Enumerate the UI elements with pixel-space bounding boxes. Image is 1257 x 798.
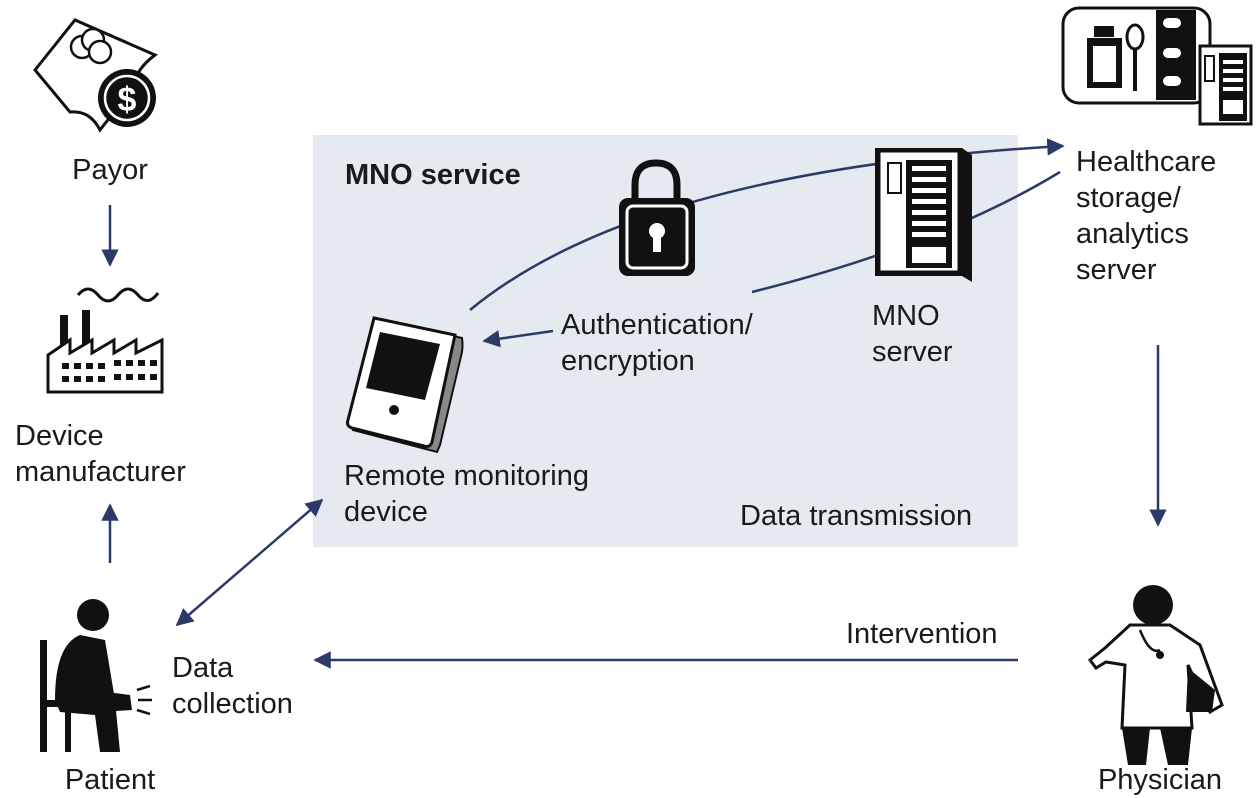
mno-server-label: MNO server xyxy=(872,298,953,370)
data-collection-line-1: Data xyxy=(172,652,234,684)
patient-label: Patient xyxy=(64,764,156,796)
payor-label: Payor xyxy=(72,154,148,186)
seated-patient-icon xyxy=(40,599,152,752)
handheld-device-icon xyxy=(346,316,464,454)
healthcare-line-1: Healthcare xyxy=(1076,146,1217,178)
collection-device-double-arrow xyxy=(175,498,324,627)
remote-device-line-1: Remote monitoring xyxy=(344,460,589,492)
healthcare-line-3: analytics xyxy=(1076,218,1189,250)
padlock-icon xyxy=(619,159,695,276)
mno-server-line-2: server xyxy=(872,336,953,368)
svg-text:$: $ xyxy=(118,81,137,119)
device-manufacturer-label: Device manufacturer xyxy=(0,418,220,490)
auth-to-device-arrow xyxy=(482,329,554,348)
money-dollar-icon: $ xyxy=(33,18,158,133)
remote-device-line-2: device xyxy=(344,496,428,528)
auth-line-2: encryption xyxy=(561,345,695,377)
data-collection-label: Data collection xyxy=(172,650,293,722)
data-collection-line-2: collection xyxy=(172,688,293,720)
factory-icon xyxy=(46,287,164,394)
mno-server-line-1: MNO xyxy=(872,300,940,332)
physician-icon xyxy=(1087,585,1224,765)
pharmacy-server-icon xyxy=(1061,6,1253,126)
server-rack-icon xyxy=(875,148,972,282)
auth-line-1: Authentication/ xyxy=(561,309,753,341)
remote-device-label: Remote monitoring device xyxy=(344,458,589,530)
device-manufacturer-line-2: manufacturer xyxy=(15,456,186,488)
healthcare-line-4: server xyxy=(1076,254,1157,286)
data-transmission-label: Data transmission xyxy=(740,500,973,532)
mno-service-title: MNO service xyxy=(345,159,521,191)
healthcare-server-label: Healthcare storage/ analytics server xyxy=(1076,144,1216,288)
device-manufacturer-line-1: Device xyxy=(15,420,104,452)
auth-encryption-label: Authentication/ encryption xyxy=(561,307,753,379)
physician-label: Physician xyxy=(1097,764,1223,796)
intervention-label: Intervention xyxy=(846,618,998,650)
healthcare-line-2: storage/ xyxy=(1076,182,1181,214)
